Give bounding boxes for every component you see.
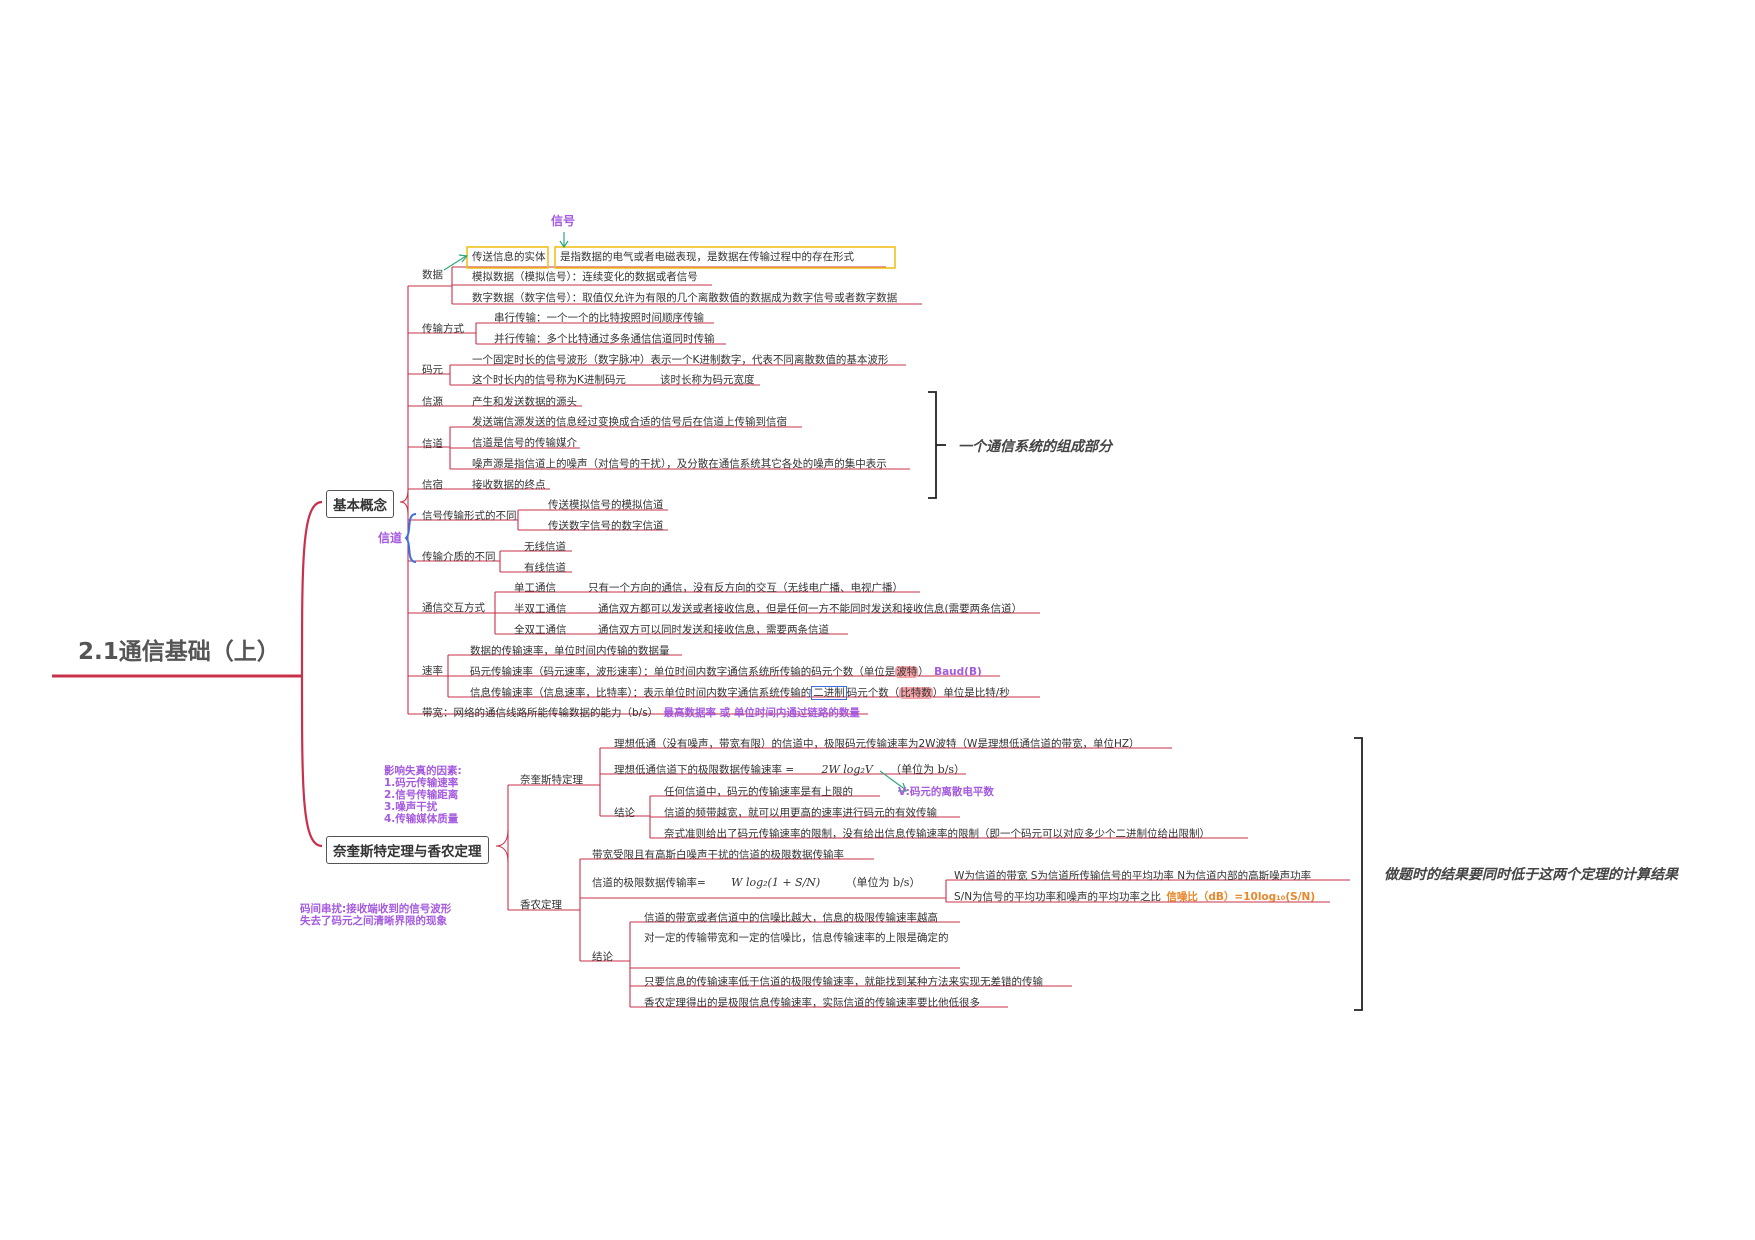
- snr-db-note: 信噪比（dB）=10log₁₀(S/N): [1166, 891, 1316, 903]
- baud-unit-note: Baud(B): [934, 666, 982, 678]
- node-shannon-c4[interactable]: 香农定理得出的是极限信息传输速率，实际信道的传输速率要比他低很多: [644, 997, 980, 1009]
- node-interaction[interactable]: 通信交互方式: [422, 602, 485, 614]
- node-shannon-conclusion[interactable]: 结论: [592, 951, 613, 963]
- node-analog-channel[interactable]: 传送模拟信号的模拟信道: [548, 499, 664, 511]
- distortion-line: 2.信号传输距离: [384, 789, 459, 801]
- shannon-formula-label: 信道的极限数据传输率=: [592, 877, 706, 889]
- binary-box: 二进制: [811, 686, 847, 700]
- bit-rate-text-end: ）单位是比特/秒: [932, 687, 1010, 699]
- node-data-entity[interactable]: 传送信息的实体: [472, 251, 546, 263]
- node-source-desc[interactable]: 产生和发送数据的源头: [472, 396, 577, 408]
- note-system-components: 一个通信系统的组成部分: [958, 439, 1112, 455]
- node-channel-d3[interactable]: 噪声源是指信道上的噪声（对信号的干扰），及分散在通信系统其它各处的噪声的集中表示: [472, 458, 887, 470]
- node-nyquist-c3[interactable]: 奈式准则给出了码元传输速率的限制，没有给出信息传输速率的限制（即一个码元可以对应…: [664, 828, 1210, 840]
- note-v-levels: V:码元的离散电平数: [898, 786, 994, 798]
- node-nyquist-c1[interactable]: 任何信道中，码元的传输速率是有上限的: [664, 786, 853, 798]
- node-source[interactable]: 信源: [422, 396, 443, 408]
- branch-basic-concepts[interactable]: 基本概念: [326, 490, 394, 518]
- baud-rate-text: 码元传输速率（码元速率，波形速率）：单位时间内数字通信系统所传输的码元个数（单位…: [470, 666, 896, 678]
- node-data[interactable]: 数据: [422, 269, 443, 281]
- node-nyquist[interactable]: 奈奎斯特定理: [520, 774, 583, 786]
- node-shannon-sn[interactable]: S/N为信号的平均功率和噪声的平均功率之比 信噪比（dB）=10log₁₀(S/…: [954, 890, 1315, 904]
- node-data-digital[interactable]: 数字数据（数字信号）：取值仅允许为有限的几个离散数值的数据成为数字信号或者数字数…: [472, 292, 898, 304]
- node-symbol[interactable]: 码元: [422, 364, 443, 376]
- node-parallel[interactable]: 并行传输：多个比特通过多条通信信道同时传输: [494, 333, 715, 345]
- node-transmission[interactable]: 传输方式: [422, 323, 464, 335]
- node-medium[interactable]: 传输介质的不同: [422, 551, 496, 563]
- bandwidth-note: 最高数据率 或 单位时间内通过链路的数量: [663, 707, 860, 719]
- node-channel[interactable]: 信道: [422, 438, 443, 450]
- baud-highlight: 波特: [895, 666, 919, 678]
- node-sink-desc[interactable]: 接收数据的终点: [472, 479, 546, 491]
- node-nyquist-conclusion[interactable]: 结论: [614, 807, 635, 819]
- distortion-line: 影响失真的因素:: [384, 765, 462, 777]
- node-shannon-c2[interactable]: 对一定的传输带宽和一定的信噪比，信息传输速率的上限是确定的: [644, 932, 949, 944]
- node-shannon-formula[interactable]: 信道的极限数据传输率= W log₂(1 + S/N) （单位为 b/s）: [592, 876, 920, 890]
- node-shannon-d1[interactable]: 带宽受限且有高斯白噪声干扰的信道的极限数据传输率: [592, 849, 844, 861]
- node-nyquist-c2[interactable]: 信道的频带越宽，就可以用更高的速率进行码元的有效传输: [664, 807, 937, 819]
- node-simplex-desc[interactable]: 只有一个方向的通信，没有反方向的交互（无线电广播、电视广播）: [588, 582, 903, 594]
- node-simplex[interactable]: 单工通信: [514, 582, 556, 594]
- bit-rate-text-mid: 码元个数（: [846, 687, 900, 699]
- node-digital-channel[interactable]: 传送数字信号的数字信道: [548, 520, 664, 532]
- node-wireless[interactable]: 无线信道: [524, 541, 566, 553]
- root-topic[interactable]: 2.1通信基础（上）: [78, 639, 280, 665]
- node-nyquist-ideal[interactable]: 理想低通（没有噪声，带宽有限）的信道中，极限码元传输速率为2W波特（W是理想低通…: [614, 738, 1140, 750]
- nyquist-formula-label: 理想低通信道下的极限数据传输速率 =: [614, 764, 795, 776]
- node-full-duplex-desc[interactable]: 通信双方可以同时发送和接收信息，需要两条信道: [598, 624, 829, 636]
- baud-rate-text-end: ）: [918, 666, 929, 678]
- node-sink[interactable]: 信宿: [422, 479, 443, 491]
- node-signal-form[interactable]: 信号传输形式的不同: [422, 510, 517, 522]
- shannon-unit: （单位为 b/s）: [845, 876, 921, 889]
- node-channel-d1[interactable]: 发送端信源发送的信息经过变换成合适的信号后在信道上传输到信宿: [472, 416, 787, 428]
- node-shannon[interactable]: 香农定理: [520, 899, 562, 911]
- node-shannon-c3[interactable]: 只要信息的传输速率低于信道的极限传输速率，就能找到某种方法来实现无差错的传输: [644, 976, 1043, 988]
- channel-tag: 信道: [378, 531, 403, 545]
- bit-count-highlight: 比特数: [899, 687, 933, 699]
- isi-line: 失去了码元之间清晰界限的现象: [300, 915, 447, 927]
- shannon-formula: W log₂(1 + S/N): [731, 876, 821, 889]
- node-data-entity-desc[interactable]: 是指数据的电气或者电磁表现，是数据在传输过程中的存在形式: [560, 251, 854, 263]
- node-channel-d2[interactable]: 信道是信号的传输媒介: [472, 437, 577, 449]
- nyquist-formula: 2W log₂V: [821, 763, 873, 776]
- node-rate-def[interactable]: 数据的传输速率，单位时间内传输的数据量: [470, 645, 670, 657]
- branch-nyquist-shannon[interactable]: 奈奎斯特定理与香农定理: [326, 836, 489, 864]
- node-shannon-vars[interactable]: W为信道的带宽 S为信道所传输信号的平均功率 N为信道内部的高斯噪声功率: [954, 870, 1312, 882]
- node-nyquist-formula[interactable]: 理想低通信道下的极限数据传输速率 = 2W log₂V （单位为 b/s）: [614, 763, 965, 777]
- node-symbol-def1[interactable]: 一个固定时长的信号波形（数字脉冲）表示一个K进制数字，代表不同离散数值的基本波形: [472, 354, 889, 366]
- node-bandwidth[interactable]: 带宽：网络的通信线路所能传输数据的能力（b/s） 最高数据率 或 单位时间内通过…: [422, 706, 860, 720]
- node-symbol-def2a[interactable]: 这个时长内的信号称为K进制码元: [472, 374, 626, 386]
- distortion-line: 1.码元传输速率: [384, 777, 459, 789]
- node-bit-rate[interactable]: 信息传输速率（信息速率，比特率）：表示单位时间内数字通信系统传输的二进制码元个数…: [470, 686, 1010, 700]
- isi-line: 码间串扰:接收端收到的信号波形: [300, 903, 452, 915]
- shannon-sn-text: S/N为信号的平均功率和噪声的平均功率之比: [954, 891, 1162, 903]
- distortion-line: 3.噪声干扰: [384, 801, 438, 813]
- node-half-duplex[interactable]: 半双工通信: [514, 603, 567, 615]
- note-distortion-factors: 影响失真的因素: 1.码元传输速率 2.信号传输距离 3.噪声干扰 4.传输媒体…: [384, 765, 462, 825]
- node-wired[interactable]: 有线信道: [524, 562, 566, 574]
- distortion-line: 4.传输媒体质量: [384, 813, 459, 825]
- bandwidth-text: 带宽：网络的通信线路所能传输数据的能力（b/s）: [422, 707, 659, 719]
- node-baud-rate[interactable]: 码元传输速率（码元速率，波形速率）：单位时间内数字通信系统所传输的码元个数（单位…: [470, 665, 982, 679]
- node-serial[interactable]: 串行传输：一个一个的比特按照时间顺序传输: [494, 312, 704, 324]
- node-rate[interactable]: 速率: [422, 665, 443, 677]
- bit-rate-text: 信息传输速率（信息速率，比特率）：表示单位时间内数字通信系统传输的: [470, 687, 812, 699]
- signal-tag: 信号: [551, 214, 576, 228]
- node-full-duplex[interactable]: 全双工通信: [514, 624, 567, 636]
- node-symbol-def2b[interactable]: 该时长称为码元宽度: [660, 374, 755, 386]
- note-intersymbol-interference: 码间串扰:接收端收到的信号波形 失去了码元之间清晰界限的现象: [300, 903, 451, 927]
- note-calc-result: 做题时的结果要同时低于这两个定理的计算结果: [1384, 867, 1678, 883]
- node-shannon-c1[interactable]: 信道的带宽或者信道中的信噪比越大，信息的极限传输速率越高: [644, 912, 938, 924]
- node-half-duplex-desc[interactable]: 通信双方都可以发送或者接收信息，但是任何一方不能同时发送和接收信息(需要两条信道…: [598, 603, 1023, 615]
- node-data-analog[interactable]: 模拟数据（模拟信号）：连续变化的数据或者信号: [472, 271, 698, 283]
- nyquist-unit: （单位为 b/s）: [890, 763, 966, 776]
